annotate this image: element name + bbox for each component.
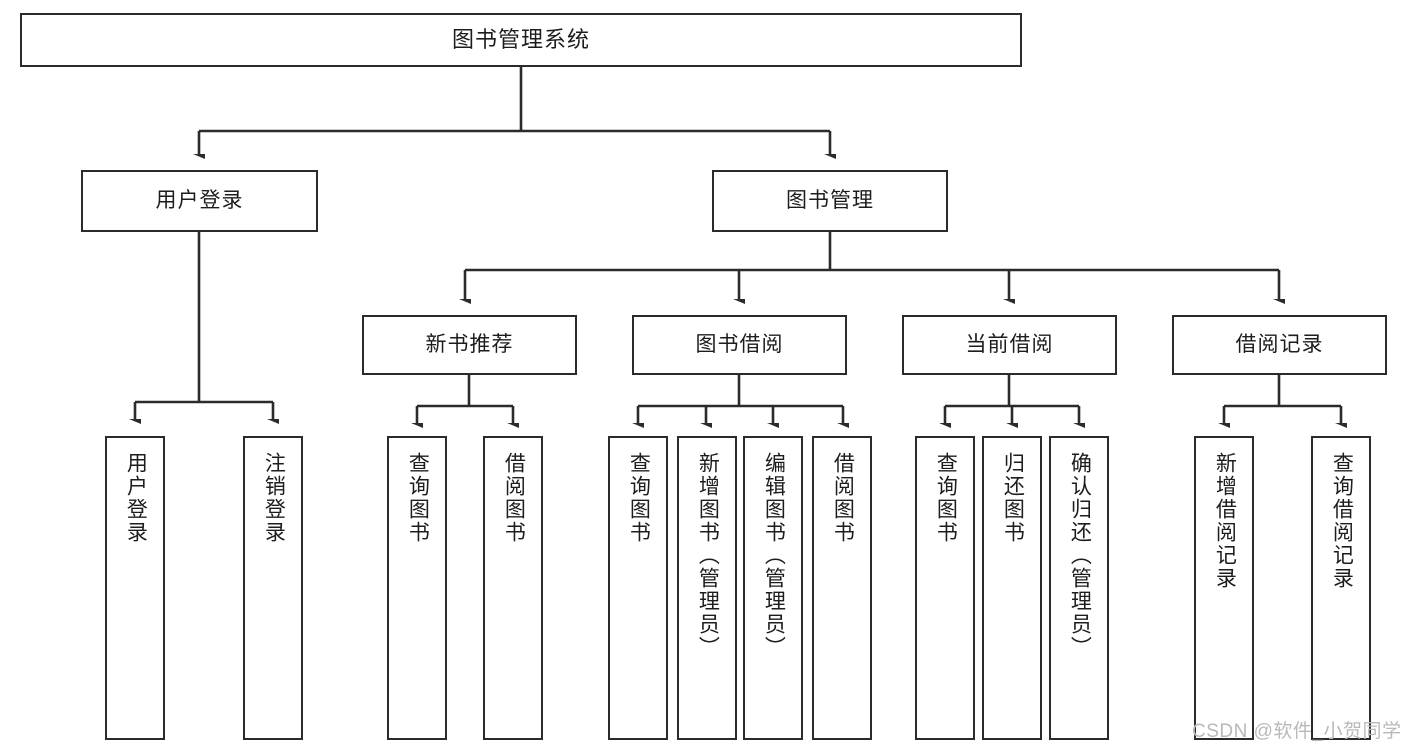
leaf-add-borrow-record[interactable]: 新增借阅记录 bbox=[1194, 436, 1254, 740]
leaf-user-login[interactable]: 用户登录 bbox=[105, 436, 165, 740]
leaf-borrow-book[interactable]: 借阅图书 bbox=[812, 436, 872, 740]
node-root-system[interactable]: 图书管理系统 bbox=[20, 13, 1022, 67]
leaf-return-book[interactable]: 归还图书 bbox=[982, 436, 1042, 740]
leaf-query-book-borrow[interactable]: 查询图书 bbox=[608, 436, 668, 740]
node-user-login[interactable]: 用户登录 bbox=[81, 170, 318, 232]
node-book-borrow[interactable]: 图书借阅 bbox=[632, 315, 847, 375]
leaf-edit-book-admin[interactable]: 编辑图书（管理员） bbox=[743, 436, 803, 740]
leaf-query-borrow-record[interactable]: 查询借阅记录 bbox=[1311, 436, 1371, 740]
leaf-query-book-recommend[interactable]: 查询图书 bbox=[387, 436, 447, 740]
csdn-watermark: CSDN @软件_小贺同学 bbox=[1192, 721, 1402, 742]
node-new-book-recommend[interactable]: 新书推荐 bbox=[362, 315, 577, 375]
leaf-add-book-admin[interactable]: 新增图书（管理员） bbox=[677, 436, 737, 740]
node-current-borrow[interactable]: 当前借阅 bbox=[902, 315, 1117, 375]
leaf-user-logout[interactable]: 注销登录 bbox=[243, 436, 303, 740]
leaf-query-book-current[interactable]: 查询图书 bbox=[915, 436, 975, 740]
node-book-management[interactable]: 图书管理 bbox=[712, 170, 948, 232]
node-borrow-records[interactable]: 借阅记录 bbox=[1172, 315, 1387, 375]
leaf-confirm-return-admin[interactable]: 确认归还（管理员） bbox=[1049, 436, 1109, 740]
leaf-borrow-book-recommend[interactable]: 借阅图书 bbox=[483, 436, 543, 740]
